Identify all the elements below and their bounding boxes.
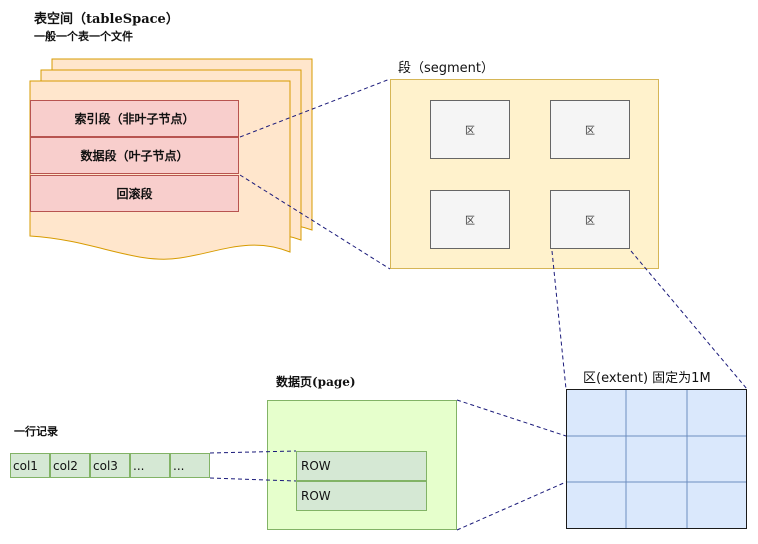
record-col-label: col3 [93,458,118,473]
record-col-label: ... [133,458,145,473]
record-title: 一行记录 [14,425,58,438]
tablespace-title: 表空间（tableSpace） [34,12,179,27]
extent-cell-label: 区 [585,126,595,137]
extent-cell-label: 区 [465,216,475,227]
record-col[interactable]: ... [130,453,170,478]
extent-cell[interactable]: 区 [550,190,630,249]
extent-cell-label: 区 [465,126,475,137]
record-col-label: col2 [53,458,78,473]
index-segment[interactable]: 索引段（非叶子节点） [30,100,239,137]
rollback-segment-label: 回滚段 [116,187,153,201]
record-col[interactable]: col1 [10,453,50,478]
extent-grid [566,389,747,529]
extent-cell[interactable]: 区 [550,100,630,159]
page-title: 数据页(page) [276,375,356,389]
record-col[interactable]: ... [170,453,210,478]
extent-title: 区(extent) 固定为1M [583,371,711,386]
record-col-label: ... [173,458,185,473]
segment-title: 段（segment） [398,61,495,76]
row-box[interactable]: ROW [296,481,427,511]
extent-cell-label: 区 [585,216,595,227]
row-label: ROW [301,489,331,503]
rollback-segment[interactable]: 回滚段 [30,175,239,212]
row-label: ROW [301,459,331,473]
record-col[interactable]: col2 [50,453,90,478]
extent-cell[interactable]: 区 [430,100,510,159]
record-col[interactable]: col3 [90,453,130,478]
data-segment-label: 数据段（叶子节点） [80,149,189,163]
data-segment[interactable]: 数据段（叶子节点） [30,137,239,174]
extent-cell[interactable]: 区 [430,190,510,249]
tablespace-subtitle: 一般一个表一个文件 [34,30,133,43]
index-segment-label: 索引段（非叶子节点） [74,112,195,126]
record-col-label: col1 [13,458,38,473]
row-box[interactable]: ROW [296,451,427,481]
